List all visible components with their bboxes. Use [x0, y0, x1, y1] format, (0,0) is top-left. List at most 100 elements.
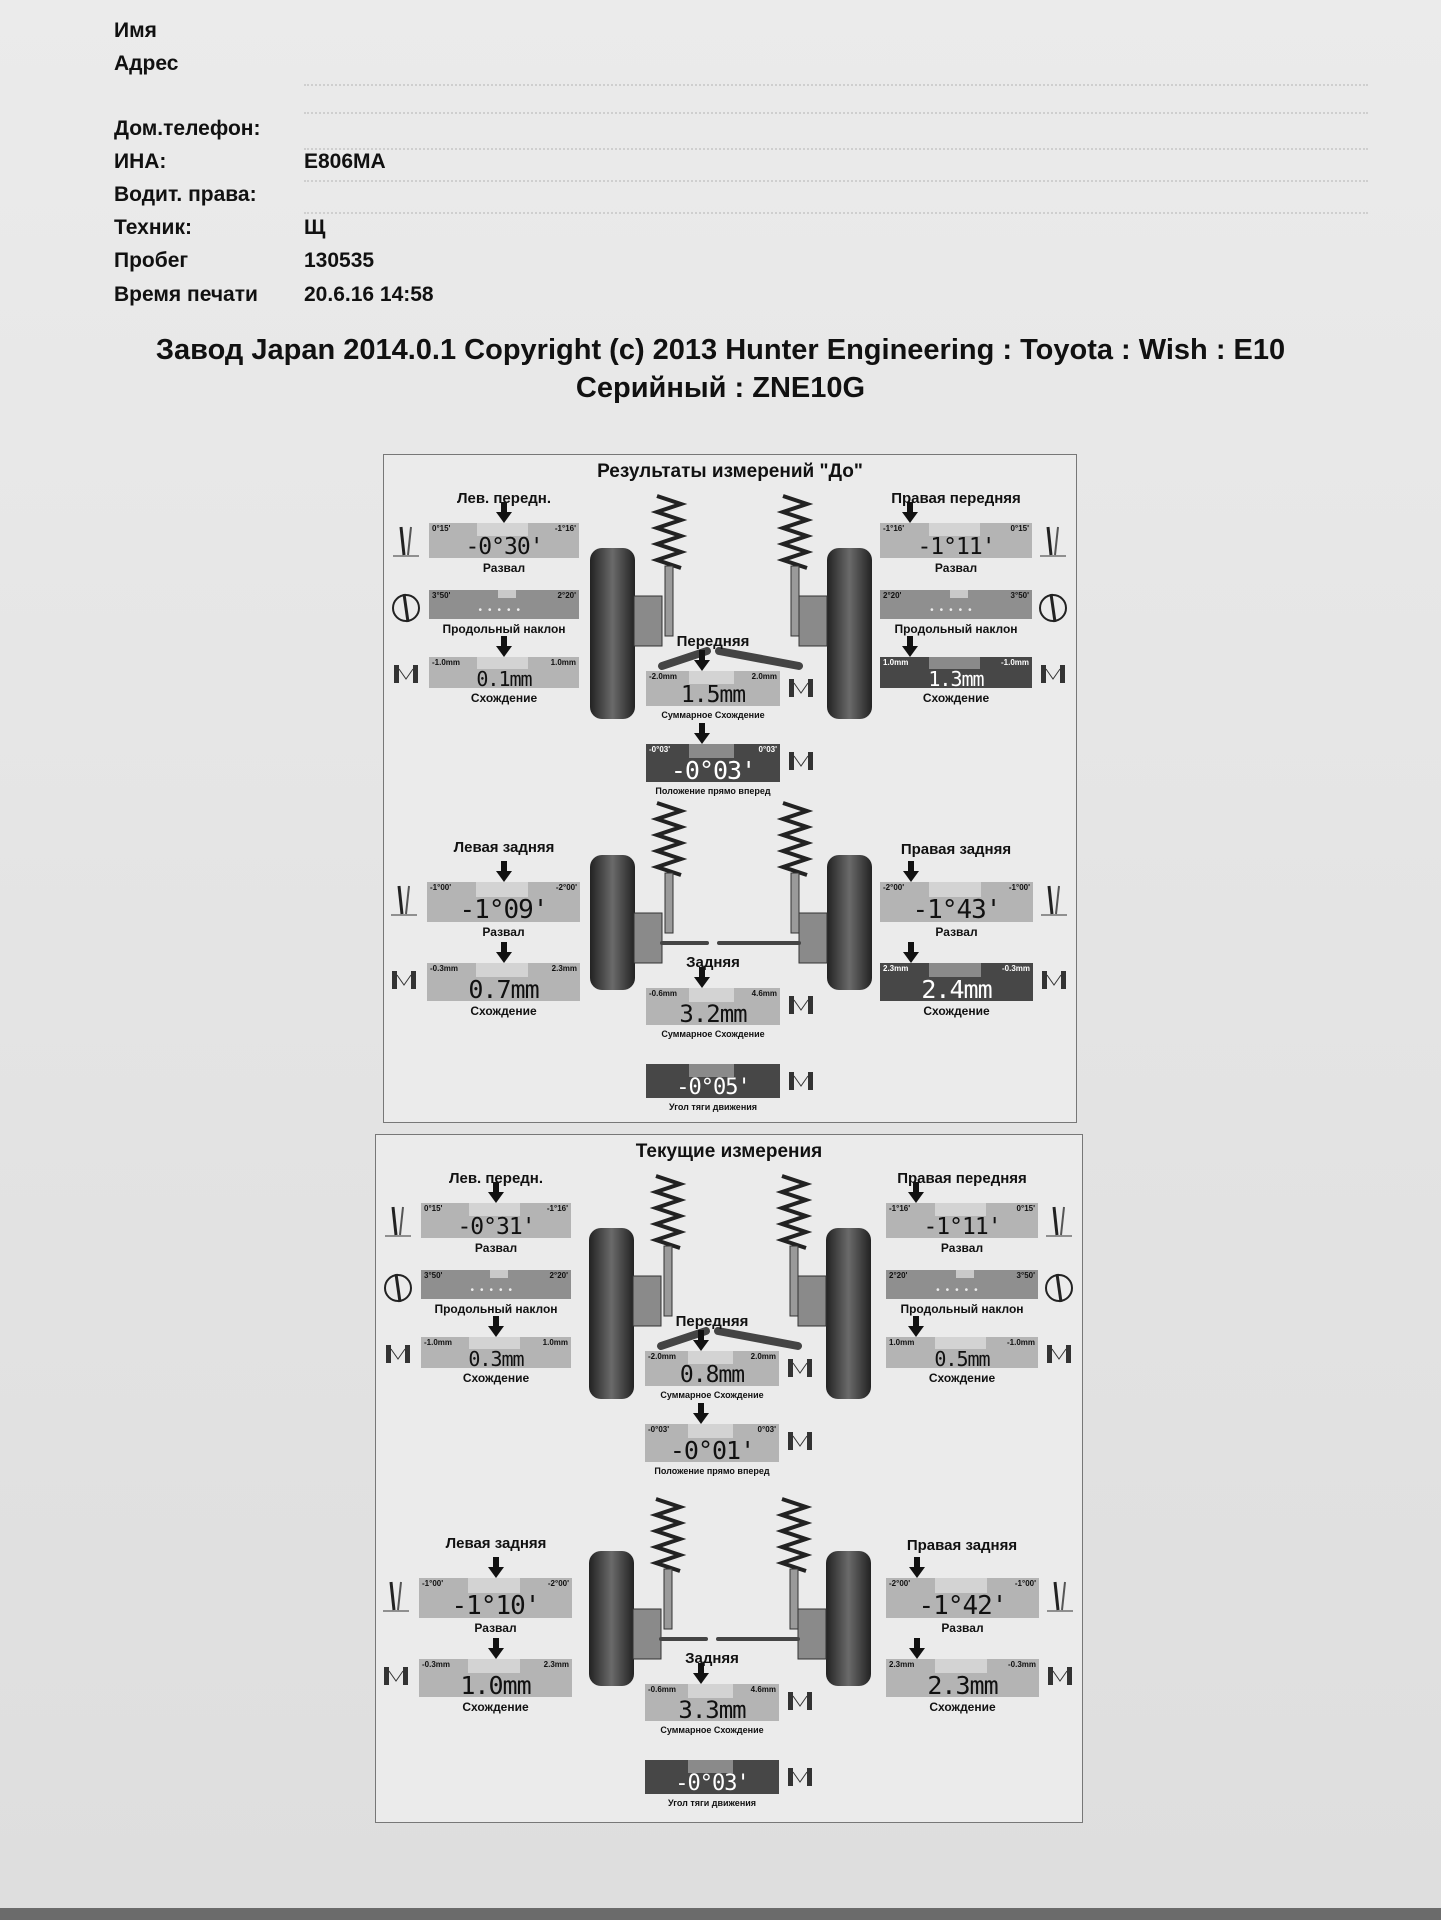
front-suspension [589, 1174, 871, 1399]
range-max: 0°15' [1016, 1204, 1035, 1213]
range-min: 1.0mm [883, 658, 909, 667]
strut-coil-spring [717, 801, 828, 964]
right-wheel [827, 855, 872, 990]
gauge-scale [477, 657, 528, 669]
label-lf: Лев. передн. [448, 1170, 544, 1187]
range-max: 2.0mm [750, 1352, 776, 1361]
toe-icon [391, 659, 421, 691]
range-max: -1°16' [554, 524, 576, 533]
pointer-arrow-icon [693, 1663, 710, 1684]
gauge-scale [934, 1337, 987, 1349]
label-lr: Левая задняя [453, 839, 555, 856]
rf-caster-gauge: 2°20'3°50'••••• [886, 1270, 1038, 1299]
camber-icon [383, 1205, 413, 1237]
gauge-caption: Суммарное Схождение [661, 710, 765, 720]
toe-icon [785, 1353, 815, 1385]
rf-camber-gauge: -1°16'0°15'-1°11' [880, 523, 1032, 558]
measured-value: 1.5mm [680, 682, 746, 707]
right-wheel [826, 1228, 871, 1399]
camber-icon [1044, 1205, 1074, 1237]
fill-line [304, 212, 1368, 214]
vehicle-icon [785, 1762, 815, 1794]
gauge-caption: Развал [482, 561, 526, 575]
measured-value: -1°42' [918, 1591, 1008, 1618]
toe-icon [1039, 965, 1069, 997]
field-label: Пробег [114, 249, 189, 272]
pointer-arrow-icon [902, 502, 919, 523]
field-label: ИНА: [114, 150, 167, 173]
scale-dots: ••••• [936, 1285, 984, 1296]
measured-value: 0.5mm [934, 1347, 990, 1368]
camber-icon [381, 1580, 411, 1612]
toe-icon [1045, 1661, 1075, 1693]
gauge-scale [498, 590, 516, 599]
field-label: Водит. права: [114, 183, 257, 206]
measured-value: -0°01' [669, 1436, 755, 1462]
pointer-arrow-icon [487, 1557, 504, 1578]
range-max: -2°00' [547, 1579, 569, 1588]
gauge-caption: Продольный наклон [442, 622, 566, 636]
measured-value: -1°11' [917, 534, 995, 559]
gauge-caption: Развал [935, 925, 978, 939]
label-rear-axle: Задняя [685, 1650, 739, 1667]
panel-title: Результаты измерений "До" [597, 461, 863, 482]
measured-value: -0°30' [465, 534, 543, 559]
left-wheel [589, 1228, 634, 1399]
range-min: -2°00' [889, 1579, 911, 1588]
lr-camber-gauge: -1°00'-2°00'-1°09' [427, 882, 580, 922]
gauge-caption: Схождение [929, 1700, 996, 1714]
serial-number: Серийный : ZNE10G [575, 372, 866, 404]
scale-dots: ••••• [478, 605, 527, 616]
gauge-caption: Продольный наклон [434, 1302, 558, 1316]
pointer-arrow-icon [495, 942, 512, 963]
vehicle-icon [786, 1066, 816, 1098]
range-min: -1.0mm [424, 1338, 453, 1347]
pointer-arrow-icon [694, 723, 711, 744]
gauge-scale [687, 1684, 734, 1699]
camber-icon [391, 525, 421, 557]
measured-value: 0.7mm [468, 975, 539, 1001]
field-value: 20.6.16 14:58 [304, 283, 434, 306]
fill-line [304, 180, 1368, 182]
pointer-arrow-icon [908, 1638, 925, 1659]
measured-value: 0.3mm [468, 1347, 524, 1368]
range-min: 2°20' [889, 1271, 908, 1280]
measured-value: 3.2mm [679, 1000, 747, 1025]
gauge-scale [687, 1760, 734, 1773]
setback-gauge: -0°03'0°03'-0°01' [645, 1424, 779, 1462]
range-max: 1.0mm [542, 1338, 568, 1347]
fill-line [304, 84, 1368, 86]
caster-icon [391, 592, 421, 624]
range-min: -0°03' [648, 1425, 670, 1434]
toe-icon [786, 990, 816, 1022]
range-max: -1°00' [1008, 883, 1030, 892]
gauge-scale [688, 1064, 735, 1077]
range-max: 2.3mm [543, 1660, 569, 1669]
left-wheel [590, 855, 635, 990]
range-max: 2.3mm [551, 964, 577, 973]
gauge-scale [928, 963, 981, 978]
range-max: 2.0mm [751, 672, 777, 681]
pointer-arrow-icon [496, 502, 512, 523]
field-label: Адрес [114, 52, 179, 75]
toe-icon [389, 965, 419, 997]
pointer-arrow-icon [908, 1557, 925, 1578]
gauge-scale [928, 523, 981, 537]
range-min: 2.3mm [889, 1660, 915, 1669]
scale-dots: ••••• [930, 605, 978, 616]
field-value: Щ [304, 216, 326, 239]
strut-coil-spring [715, 494, 828, 670]
field-value: E806MA [304, 150, 386, 173]
caster-icon [1044, 1272, 1074, 1304]
field-label: Имя [114, 19, 157, 42]
gauge-scale [469, 1337, 520, 1349]
range-min: 2.3mm [883, 964, 909, 973]
